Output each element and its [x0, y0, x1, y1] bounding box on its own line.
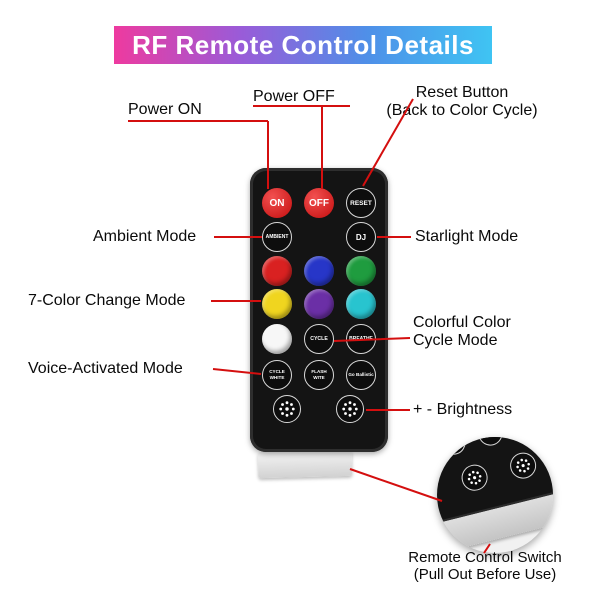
callout-colorful-line2: Cycle Mode: [413, 331, 498, 349]
color-button-green: [346, 256, 376, 286]
breathe-button: BREATHE: [346, 324, 376, 354]
flash-wite-button-label: FLASH WITE: [311, 369, 327, 380]
dj-button: DJ: [346, 222, 376, 252]
callout-switch-line2: (Pull Out Before Use): [413, 565, 557, 583]
color-button-white: [262, 324, 292, 354]
callout-power-on: Power ON: [128, 101, 202, 118]
cycle-button: CYCLE: [304, 324, 334, 354]
ambient-button-label: AMBIENT: [265, 234, 289, 240]
flash-wite-button: FLASH WITE: [304, 360, 334, 390]
inset-flash-wite-label: FLASH WITE: [480, 437, 502, 441]
brightness-dots-icon: [342, 401, 358, 417]
callout-starlight-mode: Starlight Mode: [415, 228, 519, 245]
cycle-white-button: CYCLE WHITE: [262, 360, 292, 390]
callout-ambient-mode: Ambient Mode: [93, 228, 197, 245]
callout-switch-line1: Remote Control Switch: [408, 549, 562, 566]
go-ballistic-button-label: Go Ballistic: [348, 372, 374, 378]
inset-go-ballistic-button: Go Ballistic: [512, 437, 542, 439]
on-button: ON: [262, 188, 292, 218]
callout-power-off: Power OFF: [253, 88, 335, 105]
cycle-white-button-label: CYCLE WHITE: [269, 369, 285, 380]
brightness-dots-icon: [467, 470, 482, 485]
brightness-dots-icon: [516, 458, 530, 473]
color-button-blue: [304, 256, 334, 286]
brightness-dots-icon: [279, 401, 295, 417]
remote-control: ON OFF RESET AMBIENT DJ CYCLE BREATHE CY…: [250, 168, 388, 452]
ambient-button: AMBIENT: [262, 222, 292, 252]
dj-button-label: DJ: [355, 232, 367, 242]
off-button-label: OFF: [309, 197, 329, 209]
color-button-purple: [304, 289, 334, 319]
callout-reset-line2: (Back to Color Cycle): [386, 101, 538, 119]
off-button: OFF: [304, 188, 334, 218]
callout-colorful-cycle-mode: Colorful Color Cycle Mode: [413, 314, 511, 349]
callout-voice-mode: Voice-Activated Mode: [28, 360, 183, 377]
inset-remote-body: CYCLE WHITE FLASH WITE Go Ballistic: [437, 437, 553, 527]
battery-pull-tab: [257, 449, 353, 479]
callout-reset: Reset Button (Back to Color Cycle): [368, 84, 556, 119]
reset-button: RESET: [346, 188, 376, 218]
inset-cycle-white-button: CYCLE WHITE: [438, 437, 469, 458]
page-title: RF Remote Control Details: [132, 29, 474, 60]
callout-seven-color-mode: 7-Color Change Mode: [28, 292, 186, 309]
inset-brightness-up-button: [507, 449, 539, 482]
color-button-cyan: [346, 289, 376, 319]
callout-reset-line1: Reset Button: [415, 84, 509, 101]
cycle-button-label: CYCLE: [310, 336, 328, 342]
brightness-down-button: [273, 395, 301, 423]
brightness-up-button: [336, 395, 364, 423]
go-ballistic-button: Go Ballistic: [346, 360, 376, 390]
on-button-label: ON: [269, 197, 285, 209]
color-button-yellow: [262, 289, 292, 319]
inset-brightness-down-button: [458, 461, 491, 494]
callout-line: [349, 468, 443, 502]
breathe-button-label: BREATHE: [349, 336, 373, 342]
inset-remote-bottom: CYCLE WHITE FLASH WITE Go Ballistic: [437, 437, 553, 553]
inset-cycle-white-label: CYCLE WHITE: [446, 437, 461, 449]
callout-colorful-line1: Colorful Color: [413, 314, 511, 331]
callout-remote-switch: Remote Control Switch (Pull Out Before U…: [390, 549, 580, 583]
callout-brightness: + - Brightness: [413, 401, 513, 418]
title-banner: RF Remote Control Details: [114, 26, 492, 64]
color-button-red: [262, 256, 292, 286]
reset-button-label: RESET: [350, 199, 372, 207]
inset-flash-wite-button: FLASH WITE: [475, 437, 505, 449]
